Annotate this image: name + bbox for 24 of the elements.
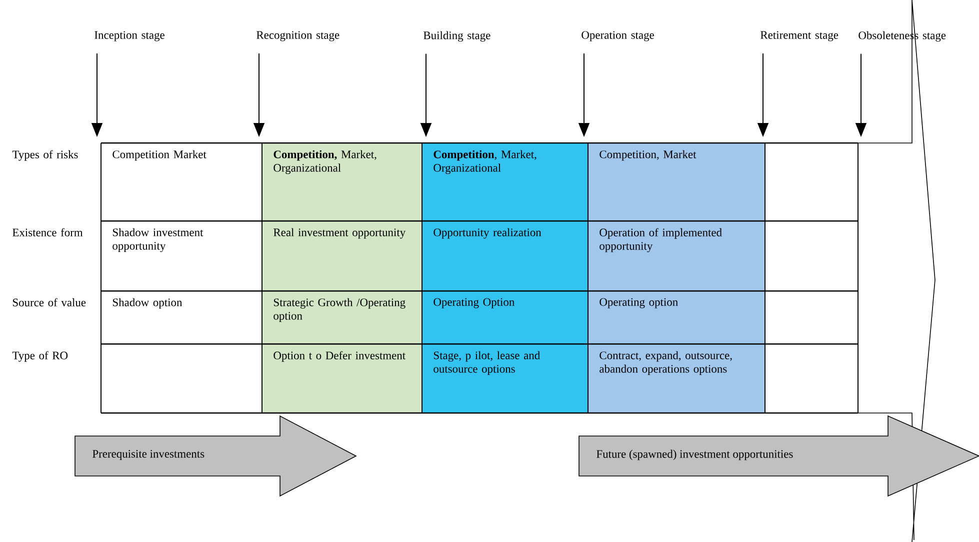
stage-label: Recognition stage [256, 31, 340, 42]
table-cell: Competition, Market [600, 150, 696, 161]
row-header: Type of RO [12, 351, 68, 362]
table-cell: Contract, expand, outsource, abandon operations options [600, 351, 732, 376]
row-header: Types of risks [12, 150, 78, 161]
stage-label: Operation stage [582, 31, 654, 42]
table-cell: Opportunity realization [434, 228, 542, 239]
table-cell: Operating Option [434, 298, 514, 308]
table-cell: Operation of implemented opportunity [600, 228, 722, 252]
row-header: Source of value [12, 298, 86, 306]
stage-label: Inception stage [94, 31, 164, 42]
table-cell: Option t o Defer investment [274, 351, 406, 362]
table-cell: Strategic Growth /Operating option [274, 298, 406, 322]
table-cell: Shadow option [112, 298, 182, 309]
table-cell: Competition Market [112, 150, 206, 161]
stage-label: Building stage [424, 31, 490, 42]
table-cell: Stage, p ilot, lease and outsource options [434, 351, 540, 376]
table-cell: Operating option [600, 298, 678, 308]
table-cell: Competition, Market, Organizational [274, 150, 376, 174]
table-cell: Real investment opportunity [274, 228, 406, 239]
stage-label: Retirement stage [760, 31, 838, 42]
table-cell: Shadow investment opportunity [112, 228, 204, 252]
table-cell: Competition, Market, Organizational [434, 150, 536, 174]
row-header: Existence form [12, 228, 83, 236]
